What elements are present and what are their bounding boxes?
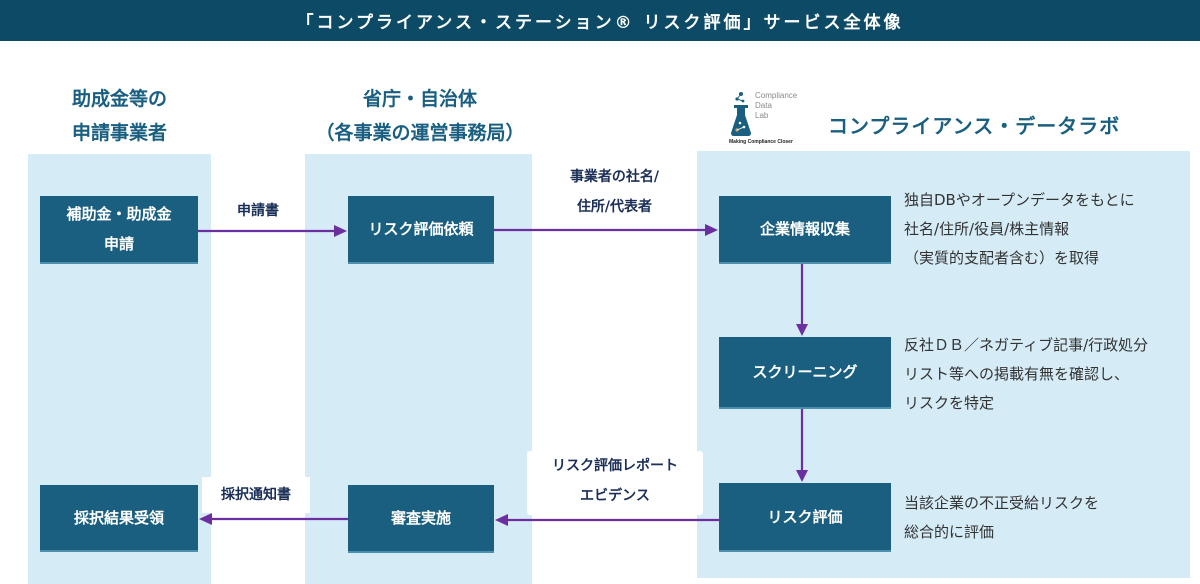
- screening-box: スクリーニング: [719, 337, 891, 409]
- risk-request-box: リスク評価依頼: [348, 196, 494, 264]
- flask-icon: [731, 92, 751, 136]
- ministry-title-line2: （各事業の運営事務局）: [315, 122, 525, 144]
- applicant-title-line1: 助成金等の: [71, 88, 167, 110]
- logo-tagline: Making Compliance Closer: [729, 139, 793, 145]
- page-title-bar: 「コンプライアンス・ステーション® リスク評価」サービス全体像: [0, 0, 1200, 41]
- collect-info-box: 企業情報収集: [719, 196, 891, 264]
- applicant-column-title: 助成金等の 申請事業者: [28, 82, 211, 150]
- flow-label-application-doc: 申請書: [237, 203, 279, 219]
- logo-wordmark: Compliance Data Lab: [755, 91, 798, 120]
- compliance-data-lab-logo: Compliance Data Lab Making Compliance Cl…: [729, 91, 819, 147]
- risk-evaluation-box: リスク評価: [719, 483, 891, 552]
- flow-label-company-info: 事業者の社名/ 住所/代表者: [569, 169, 660, 215]
- ministry-column-title: 省庁・自治体 （各事業の運営事務局）: [290, 82, 550, 150]
- ministry-title-line1: 省庁・自治体: [362, 88, 477, 110]
- lab-column-title: コンプライアンス・データラボ: [828, 114, 1121, 138]
- page-title: 「コンプライアンス・ステーション® リスク評価」サービス全体像: [296, 13, 904, 33]
- collect-description: 独自DBやオープンデータをもとに 社名/住所/役員/株主情報 （実質的支配者含む…: [904, 191, 1135, 267]
- screening-description: 反社ＤＢ／ネガティブ記事/行政処分 リスト等への掲載有無を確認し、 リスクを特定: [904, 336, 1149, 412]
- evaluate-description: 当該企業の不正受給リスクを 総合的に評価: [904, 494, 1100, 541]
- flow-label-risk-report: リスク評価レポート エビデンス: [527, 451, 703, 515]
- result-received-box: 採択結果受領: [40, 485, 198, 552]
- review-box: 審査実施: [348, 485, 494, 553]
- flow-label-notice: 採択通知書: [202, 477, 310, 513]
- applicant-title-line2: 申請事業者: [71, 122, 167, 144]
- apply-subsidy-box: 補助金・助成金 申請: [40, 196, 198, 264]
